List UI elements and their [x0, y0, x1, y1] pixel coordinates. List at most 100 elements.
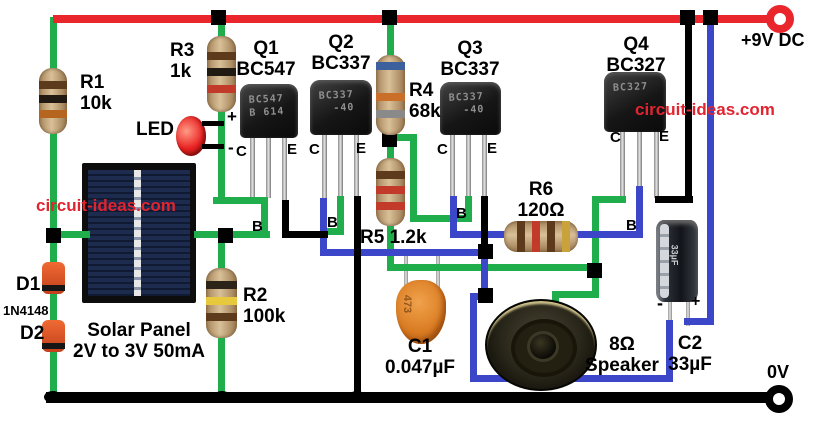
c2-name: C2 — [677, 333, 703, 354]
q4-name: Q4 — [623, 34, 649, 55]
speaker-name: Speaker — [585, 355, 659, 376]
wire-led-corner — [213, 197, 268, 204]
q1-pin-e: E — [287, 141, 298, 158]
wire-blue-descent — [481, 251, 488, 296]
r6-name: R6 — [528, 179, 554, 200]
solar-line1: Solar Panel — [87, 320, 191, 341]
wire-c2plus-h — [684, 318, 714, 325]
speaker-ring — [511, 319, 577, 377]
q1-marking: BC547 B 614 — [248, 93, 285, 119]
watermark-right: circuit-ideas.com — [635, 100, 775, 119]
r5-value: 1.2k — [389, 227, 427, 248]
wire-q2-emitter — [354, 196, 361, 395]
q2-leg-collector — [322, 133, 327, 200]
junction-r4-r5 — [382, 132, 397, 147]
q4-marking: BC327 — [612, 81, 649, 94]
d2-label: D2 — [20, 323, 45, 344]
q3-marking: BC337 -40 — [448, 91, 485, 117]
c2-stripe — [660, 224, 669, 298]
c2-minus: - — [657, 293, 663, 313]
r6-label: R6 120Ω — [505, 179, 577, 221]
q3-part: BC337 — [440, 59, 500, 80]
c2-lead-minus — [668, 298, 672, 326]
q3-pin-e: E — [487, 140, 498, 157]
q3-leg-emitter — [482, 133, 487, 198]
diode-d1 — [42, 262, 65, 294]
wire-q3-emitter — [481, 196, 488, 251]
resistor-r1 — [39, 68, 67, 134]
junction-blue-loop — [478, 288, 493, 303]
resistor-r5 — [376, 158, 405, 226]
positive-terminal-label: +9V DC — [741, 30, 805, 50]
diode-d2 — [42, 320, 65, 352]
ground-terminal-label: 0V — [767, 362, 790, 382]
resistor-r4 — [376, 55, 405, 135]
solar-panel — [82, 163, 196, 303]
junction-rail-q4e — [680, 10, 695, 25]
junction-rail-c2plus — [703, 10, 718, 25]
capacitor-c1: 473 — [396, 280, 446, 344]
wire-q1-base — [261, 197, 268, 238]
junction-rail-r3 — [211, 10, 226, 25]
q1-label: Q1 BC547 — [226, 38, 306, 80]
c2-lead-plus — [686, 298, 690, 326]
wire-q2-base-v — [337, 196, 344, 235]
wire-q4-emitter-h — [655, 196, 693, 203]
junction-ground-left — [44, 391, 62, 403]
c2-marking: 33µF — [669, 244, 680, 266]
d1-label: D1 — [16, 274, 41, 295]
c1-value: 0.047µF — [384, 357, 456, 378]
q3-leg-base — [466, 133, 471, 198]
q4-part: BC327 — [606, 55, 666, 76]
led-plus: + — [227, 107, 237, 126]
watermark-left: circuit-ideas.com — [36, 196, 176, 215]
led-lead-minus — [202, 144, 224, 149]
led-minus: - — [228, 138, 234, 157]
r4-value: 68k — [409, 101, 441, 122]
resistor-r2 — [206, 268, 237, 338]
r6-value: 120Ω — [517, 200, 565, 221]
q3-pin-c: C — [437, 141, 448, 158]
wire-q3-collector-v — [450, 196, 457, 238]
r5-label: R5 1.2k — [360, 227, 427, 248]
wire-r3-led — [218, 20, 225, 204]
q1-leg-collector — [250, 136, 255, 198]
q2-pin-b: B — [327, 214, 338, 231]
wire-q4-base-v — [636, 186, 643, 238]
c1-label: C1 0.047µF — [375, 336, 465, 378]
q2-pin-c: C — [309, 141, 320, 158]
solar-label: Solar Panel 2V to 3V 50mA — [72, 320, 206, 362]
c1-lead-right — [436, 254, 440, 288]
r3-value: 1k — [170, 61, 192, 82]
c1-marking: 473 — [401, 294, 414, 314]
junction-left-node — [46, 228, 61, 243]
speaker-impedance: 8Ω — [609, 334, 635, 355]
r4-name: R4 — [409, 80, 434, 101]
wire-junction-branch-h2 — [410, 215, 472, 222]
q4-pin-e: E — [659, 128, 670, 145]
junction-ground-q2e — [348, 391, 366, 403]
r1-value: 10k — [80, 93, 112, 114]
wire-q1-emitter-h — [282, 231, 328, 238]
wire-c2plus-v — [707, 19, 714, 324]
wire-q4-collector-h — [592, 196, 626, 203]
transistor-q1: BC547 B 614 — [240, 84, 298, 138]
q2-part: BC337 — [311, 53, 371, 74]
q2-leg-base — [338, 133, 343, 198]
q1-name: Q1 — [253, 38, 279, 59]
transistor-q2: BC337 -40 — [310, 80, 372, 135]
diodes-part-label: 1N4148 — [3, 303, 49, 318]
wire-speaker-h — [552, 291, 599, 298]
q1-leg-base — [266, 136, 271, 198]
led-lead-plus — [202, 121, 224, 126]
q3-leg-collector — [450, 133, 455, 198]
wire-q3-collector-h — [450, 231, 507, 238]
q4-leg-base — [637, 130, 642, 188]
r3-name: R3 — [170, 40, 195, 61]
wire-q4-emitter-v — [685, 19, 692, 203]
r1-name: R1 — [80, 72, 105, 93]
wire-junction-branch-v — [410, 134, 417, 222]
speaker-dome — [527, 331, 559, 362]
ground-rail — [46, 392, 768, 403]
